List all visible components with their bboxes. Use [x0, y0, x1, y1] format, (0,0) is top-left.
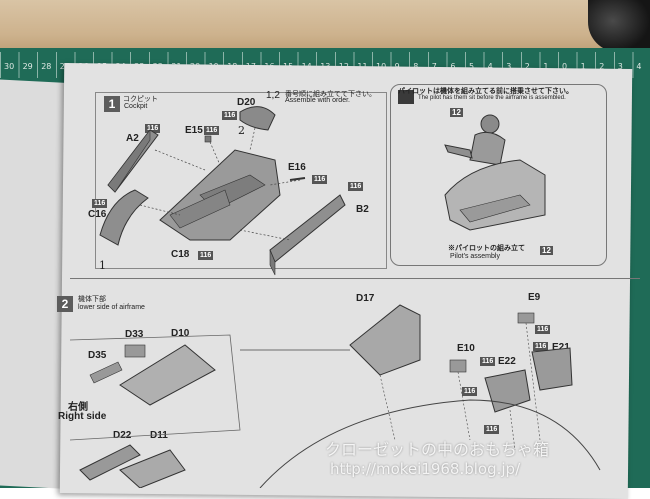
- pilot-note-en: The pilot has them sit before the airfra…: [418, 95, 566, 101]
- part-d17-label: D17: [356, 293, 375, 304]
- ruler-number: 1: [580, 62, 586, 71]
- part-d22-label: D22: [113, 430, 132, 441]
- part-e16-drawing: [289, 177, 306, 181]
- order-note-jp: 番号順に組み立てて下さい。: [285, 91, 376, 98]
- ruler-number: 2: [599, 62, 605, 71]
- step2-badge: 2: [57, 296, 73, 312]
- part-d35-label: D35: [88, 350, 107, 361]
- part-c16-drawing: [99, 189, 149, 246]
- pilot-assembly-jp: ※パイロットの組み立て: [448, 245, 525, 252]
- tag-116-b2: 116: [348, 182, 364, 191]
- ruler-number: 4: [636, 62, 642, 71]
- part-a2-label: A2: [126, 133, 139, 144]
- part-d17-drawing: [349, 304, 421, 376]
- tag-116-e15: 116: [204, 126, 220, 135]
- part-b2-drawing: [269, 194, 346, 263]
- ruler-number: 28: [41, 62, 52, 71]
- part-e22-drawing: [484, 369, 531, 413]
- pilot-assembly-en: Pilot's assembly: [450, 253, 500, 260]
- ruler-number: 30: [4, 62, 15, 71]
- tag-116-e16: 116: [312, 175, 328, 184]
- ruler-number: 3: [617, 62, 623, 71]
- instruction-line-art: [69, 106, 601, 488]
- part-d33-drawing: [124, 344, 146, 358]
- pilot-cockpit-drawing: [444, 159, 546, 231]
- part-e10-label: E10: [457, 343, 475, 354]
- tag-116-c16: 116: [92, 199, 108, 208]
- part-e9-drawing: [517, 312, 535, 324]
- sequence-arrow-1: 1: [99, 259, 106, 272]
- right-side-jp: 右側: [68, 402, 88, 413]
- sequence-arrow-2: 2: [238, 124, 245, 137]
- part-e16-label: E16: [288, 162, 306, 173]
- right-side-en: Right side: [58, 411, 107, 422]
- tag-116-e10: 116: [462, 387, 478, 396]
- part-c18-label: C18: [171, 249, 190, 260]
- ruler-number: 0: [562, 62, 568, 71]
- tag-116-lower: 116: [484, 425, 500, 434]
- section-divider: [70, 278, 640, 279]
- step1-cockpit-panel: [95, 92, 387, 269]
- part-e15-label: E15: [185, 125, 203, 136]
- tag-116-e22: 116: [480, 357, 496, 366]
- part-b2-label: B2: [356, 204, 369, 215]
- part-c16-label: C16: [88, 209, 107, 220]
- part-d11-label: D11: [150, 430, 168, 441]
- order-note-en: Assemble with order.: [285, 97, 350, 104]
- pilot-figure-drawing: [444, 114, 506, 166]
- part-d10-label: D10: [171, 328, 190, 339]
- part-d10-drawing: [119, 344, 216, 406]
- part-d22-drawing: [79, 444, 141, 481]
- tag-116-e21: 116: [533, 342, 549, 351]
- part-e10-drawing: [449, 359, 467, 373]
- part-d20-drawing: [239, 106, 276, 131]
- fuselage-lower-drawing: [259, 399, 601, 488]
- pilot-step-ref: 12: [540, 246, 553, 255]
- step1-en-title: Cockpit: [124, 103, 148, 110]
- part-e21-label: E21: [552, 342, 570, 353]
- part-d35-drawing: [89, 361, 123, 384]
- ruler-number: 29: [22, 62, 33, 71]
- tag-116-a2: 116: [145, 124, 161, 133]
- blog-watermark-title: クローゼットの中のおもちゃ箱: [325, 440, 550, 459]
- ruler-number: 2: [524, 62, 530, 71]
- tag-116-e9: 116: [535, 325, 551, 334]
- part-e21-drawing: [531, 347, 573, 391]
- tag-116-d20: 116: [222, 111, 238, 120]
- step2-jp-title: 機体下部: [78, 296, 106, 303]
- blog-watermark-url: http://mokei1968.blog.jp/: [330, 460, 521, 478]
- tag-116-c18: 116: [198, 251, 214, 260]
- part-d11-drawing: [119, 449, 186, 488]
- part-d33-label: D33: [125, 329, 144, 340]
- part-e22-label: E22: [498, 356, 516, 367]
- step1-badge: 1: [104, 96, 120, 112]
- ruler-number: 1: [543, 62, 549, 71]
- ruler-number: 3: [506, 62, 512, 71]
- step2-en-title: lower side of airframe: [78, 304, 145, 311]
- step1-jp-title: コクピット: [123, 96, 158, 103]
- paint-jar: [588, 0, 650, 52]
- pilot-note-jp: パイロットは機体を組み立てる前に搭乗させて下さい。: [398, 88, 573, 95]
- warning-icon: [398, 90, 414, 104]
- part-d20-label: D20: [237, 97, 256, 108]
- part-e9-label: E9: [528, 292, 541, 303]
- part-e15-drawing: [204, 135, 212, 143]
- pilot-assembly-panel: [390, 84, 607, 266]
- pilot-step-badge: 12: [450, 108, 463, 117]
- order-sequence: 1,2: [266, 90, 280, 101]
